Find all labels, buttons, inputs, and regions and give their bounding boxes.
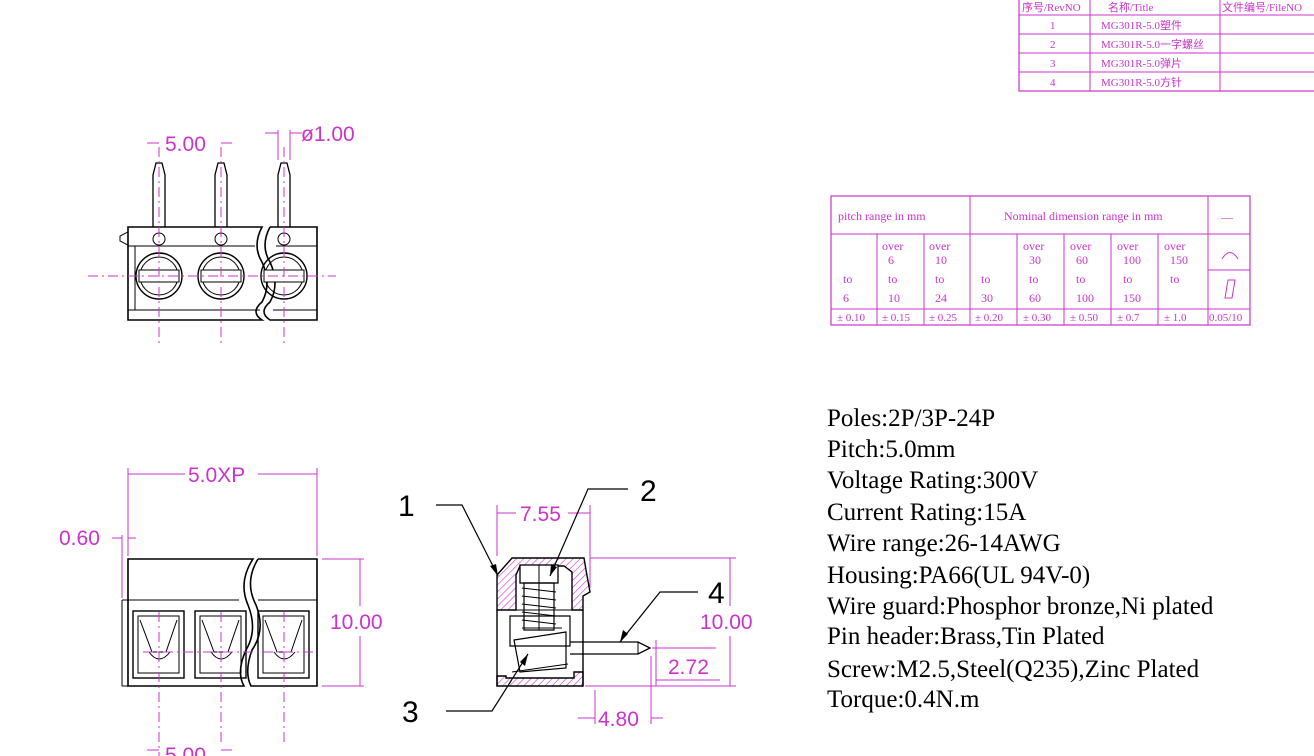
tol-col-to: 24: [935, 291, 947, 305]
callout-1: 1: [398, 490, 415, 523]
angle-tolerance: 0.05/10: [1209, 312, 1243, 324]
tol-col-to: 10: [888, 291, 900, 305]
tol-col-to-word: to: [1029, 272, 1038, 286]
spec-line: Housing:PA66(UL 94V-0): [827, 562, 1090, 589]
tol-col-over: over: [929, 239, 950, 253]
spec-line: Screw:M2.5,Steel(Q235),Zinc Plated: [827, 656, 1200, 683]
tol-col-over: over: [1023, 239, 1044, 253]
callout-3: 3: [402, 696, 419, 729]
tol-col-to-word: to: [1076, 272, 1085, 286]
tol-col-tolerance: ± 0.7: [1117, 312, 1140, 324]
tolerance-table: pitch range in mm Nominal dimension rang…: [830, 195, 1251, 326]
tol-col-tolerance: ± 0.30: [1023, 312, 1052, 324]
tol-col-to-word: to: [1123, 272, 1132, 286]
side-section: 7.55 10.00 2.72 4.80 1 2 3 4: [398, 475, 753, 731]
tol-col-tolerance: ± 0.25: [929, 312, 958, 324]
spec-line: Torque:0.4N.m: [827, 686, 980, 713]
tol-col-to-word: to: [935, 272, 944, 286]
tol-col-to-word: to: [981, 272, 990, 286]
tol-col-over: over: [882, 239, 903, 253]
tol-col-from: 100: [1123, 253, 1141, 267]
tol-col-over: over: [1164, 239, 1185, 253]
bom-row-no: 3: [1050, 58, 1056, 70]
callout-2: 2: [640, 475, 657, 508]
pitch-dimension-bottom: 5.00: [165, 744, 206, 756]
pitch-range-header: pitch range in mm: [838, 209, 926, 223]
wire-clamp: [509, 615, 571, 673]
tol-col-tolerance: ± 1.0: [1164, 312, 1187, 324]
callout-4: 4: [708, 577, 725, 610]
tol-col-tolerance: ± 0.20: [975, 312, 1004, 324]
tol-col-tolerance: ± 0.50: [1070, 312, 1099, 324]
bom-row-title: MG301R-5.0弹片: [1101, 56, 1182, 70]
front-view: 5.0XP 0.60 10.00 5.00: [59, 464, 383, 756]
pin-height-dimension: 2.72: [668, 656, 709, 679]
bom-header-title: 名称/Title: [1108, 0, 1154, 14]
spec-line: Pitch:5.0mm: [827, 436, 956, 463]
tol-col-over: over: [1070, 239, 1091, 253]
tol-col-from: 10: [935, 253, 947, 267]
specifications: Poles:2P/3P-24P Pitch:5.0mm Voltage Rati…: [827, 405, 1214, 713]
tol-col-to-word: to: [1170, 272, 1179, 286]
spec-line: Voltage Rating:300V: [827, 467, 1038, 494]
offset-dimension: 0.60: [59, 527, 100, 550]
screw-section: [519, 564, 559, 631]
arc-symbol-icon: [1221, 252, 1239, 260]
width-dimension: 5.0XP: [188, 464, 245, 487]
tol-col-to: 100: [1076, 291, 1094, 305]
pitch-dimension-top: 5.00: [165, 133, 206, 156]
spec-line: Wire range:26-14AWG: [827, 530, 1061, 557]
depth-dimension: 7.55: [520, 503, 561, 526]
bom-row-title: MG301R-5.0方针: [1101, 75, 1182, 89]
tol-col-to: 6: [843, 291, 849, 305]
tol-col-from: 60: [1076, 253, 1088, 267]
bom-row-no: 1: [1050, 20, 1056, 32]
tol-col-tolerance: ± 0.15: [882, 312, 911, 324]
pin-length-dimension: 4.80: [598, 708, 639, 731]
bom-table: 序号/RevNO 名称/Title 文件编号/FileNO 1 MG301R-5…: [1018, 0, 1314, 92]
straightness-symbol: —: [1220, 210, 1234, 224]
tol-col-to: 30: [981, 291, 993, 305]
tol-col-to-word: to: [843, 272, 852, 286]
tol-col-from: 150: [1170, 253, 1188, 267]
bom-header-no: 序号/RevNO: [1022, 0, 1081, 14]
tol-col-to-word: to: [888, 272, 897, 286]
spec-line: Poles:2P/3P-24P: [827, 405, 995, 432]
parallelogram-symbol-icon: [1224, 279, 1236, 299]
tol-col-over: over: [1117, 239, 1138, 253]
spec-line: Pin header:Brass,Tin Plated: [827, 623, 1105, 650]
tol-col-to: 150: [1123, 291, 1141, 305]
pin-diameter-dimension: ø1.00: [301, 123, 355, 146]
nominal-range-header: Nominal dimension range in mm: [1004, 209, 1163, 223]
top-view: 5.00 ø1.00: [88, 123, 355, 345]
tol-col-from: 30: [1029, 253, 1041, 267]
height-dimension-side: 10.00: [700, 611, 753, 634]
bom-row-title: MG301R-5.0塑件: [1101, 18, 1182, 32]
bom-header-file: 文件编号/FileNO: [1222, 0, 1302, 14]
spec-line: Current Rating:15A: [827, 499, 1026, 526]
tol-col-to: 60: [1029, 291, 1041, 305]
bom-row-no: 4: [1050, 77, 1056, 89]
height-dimension-front: 10.00: [330, 611, 383, 634]
spec-line: Wire guard:Phosphor bronze,Ni plated: [827, 593, 1214, 620]
bom-row-title: MG301R-5.0一字螺丝: [1101, 37, 1204, 51]
tol-col-from: 6: [888, 253, 894, 267]
pin-header-section: [570, 641, 652, 655]
bom-row-no: 2: [1050, 39, 1056, 51]
tol-col-tolerance: ± 0.10: [837, 312, 866, 324]
